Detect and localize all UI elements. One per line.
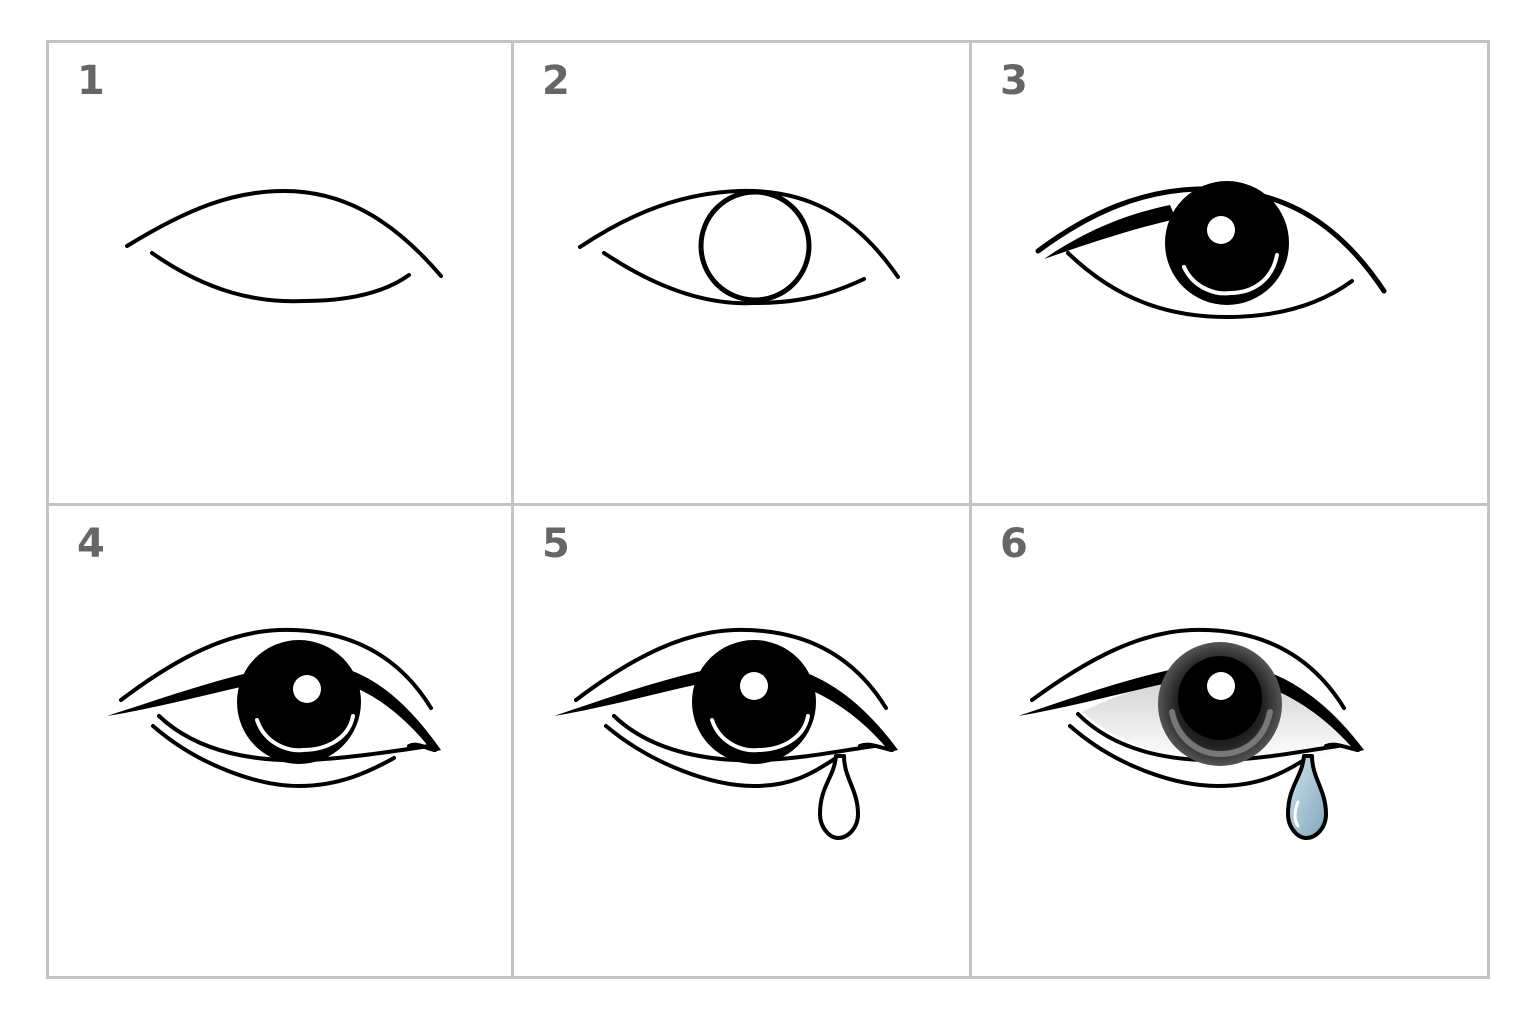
iris-highlight-arc: [255, 714, 355, 753]
pupil: [692, 640, 816, 764]
lower-eyelid-line: [150, 251, 411, 304]
iris-highlight-arc: [1182, 253, 1279, 296]
step-panel-3: 3: [972, 43, 1487, 506]
brow-crease-line: [574, 627, 888, 710]
tear-duct-line: [1324, 742, 1360, 752]
brow-crease-line: [1030, 627, 1346, 710]
tear-duct-line: [407, 742, 437, 752]
iris-ring-arc: [1169, 709, 1273, 758]
tear-duct-line: [858, 742, 894, 752]
tear-drop-icon: [1286, 754, 1328, 840]
pupil: [1165, 181, 1289, 305]
steps-grid: 1 2 3 4: [46, 40, 1490, 979]
eyeliner-stroke: [1044, 205, 1176, 259]
lower-eyelid-line: [1066, 251, 1354, 320]
step-number: 3: [1000, 58, 1028, 104]
step-number: 4: [77, 521, 105, 567]
eye-with-iris-drawing: [578, 188, 900, 306]
lower-eyelid-line: [602, 251, 866, 306]
finished-crying-eye-drawing: [1018, 627, 1364, 840]
under-eye-line: [604, 724, 838, 789]
eye-outline-drawing: [125, 188, 443, 304]
step-panel-4: 4: [49, 506, 514, 976]
eye-highlight: [1207, 216, 1235, 244]
eye-with-tear-outline-drawing: [554, 627, 898, 840]
step-number: 6: [1000, 521, 1028, 567]
eye-with-lower-lid-drawing: [107, 627, 441, 789]
under-eye-line: [151, 724, 396, 789]
tear-drop-icon: [818, 754, 860, 840]
step-panel-2: 2: [514, 43, 972, 506]
upper-eyelid-line: [125, 188, 443, 278]
upper-eyelid-line: [578, 188, 900, 279]
step-panel-1: 1: [49, 43, 514, 506]
eye-highlight: [293, 675, 321, 703]
eye-highlight: [1207, 672, 1235, 700]
under-eye-line: [1068, 724, 1306, 789]
iris-highlight-arc: [710, 714, 810, 753]
pupil: [237, 640, 361, 764]
step-number: 5: [542, 521, 570, 567]
step-number: 2: [542, 58, 570, 104]
eye-highlight: [740, 672, 768, 700]
step-panel-6: 6: [972, 506, 1487, 976]
brow-crease-line: [119, 627, 433, 710]
step-number: 1: [77, 58, 105, 104]
eye-with-pupil-drawing: [1035, 181, 1387, 320]
step-panel-5: 5: [514, 506, 972, 976]
iris-circle: [698, 189, 812, 303]
tear-highlight: [1293, 800, 1300, 828]
